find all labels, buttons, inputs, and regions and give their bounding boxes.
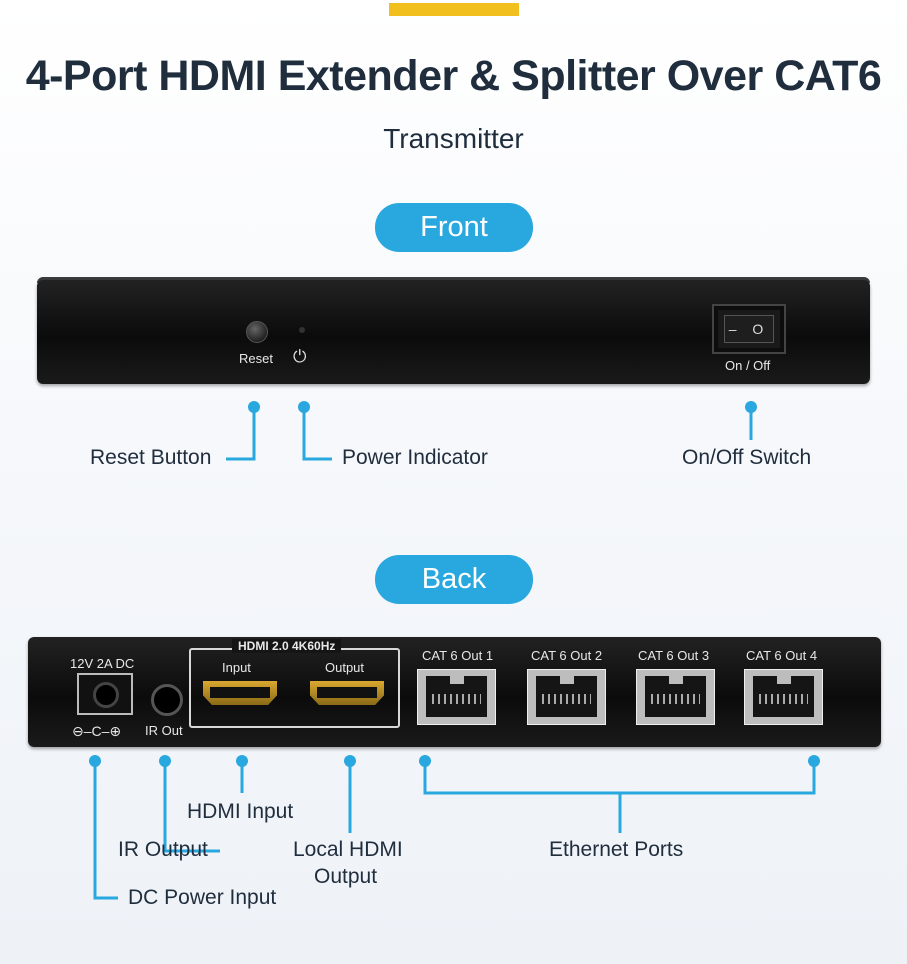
hdmi-input-label: Input	[222, 660, 251, 675]
section-pill-back: Back	[375, 555, 533, 604]
power-icon: ⏻	[293, 347, 307, 366]
callout-local-hdmi-line1: Local HDMI	[293, 838, 403, 861]
page-title: 4-Port HDMI Extender & Splitter Over CAT…	[25, 52, 882, 100]
leader-ethernet	[423, 761, 816, 833]
ethernet-port-2-key	[560, 676, 574, 684]
accent-bar	[389, 3, 519, 16]
reset-label: Reset	[239, 351, 273, 366]
page-subtitle: Transmitter	[383, 123, 524, 154]
ethernet-port-2-socket	[536, 676, 597, 717]
callout-dc-power: DC Power Input	[128, 886, 277, 909]
leader-dc	[93, 761, 118, 900]
ethernet-port-1-socket	[426, 676, 487, 717]
ethernet-port-1	[417, 669, 496, 725]
dot-reset	[248, 401, 260, 413]
callout-ethernet: Ethernet Ports	[549, 838, 684, 861]
port-label-4: CAT 6 Out 4	[746, 648, 818, 663]
polarity-symbol: ⊖–C–⊕	[72, 723, 122, 739]
callout-switch: On/Off Switch	[682, 446, 812, 469]
port-label-1: CAT 6 Out 1	[422, 648, 494, 663]
hdmi-output-port	[310, 681, 384, 705]
ethernet-port-2-pins	[542, 694, 591, 704]
dc-jack-hole	[93, 682, 119, 708]
dc-power-jack	[77, 673, 133, 715]
ir-out-jack	[151, 684, 183, 716]
hdmi-output-label: Output	[325, 660, 365, 675]
hdmi-input-port	[203, 681, 277, 705]
dot-ir	[159, 755, 171, 767]
ethernet-port-3-socket	[645, 676, 706, 717]
callout-hdmi-in: HDMI Input	[187, 800, 294, 823]
leader-reset	[226, 407, 256, 461]
dot-dc	[89, 755, 101, 767]
ethernet-port-1-key	[450, 676, 464, 684]
callout-power: Power Indicator	[342, 446, 488, 469]
port-label-2: CAT 6 Out 2	[531, 648, 603, 663]
hdmi-group-label: HDMI 2.0 4K60Hz	[232, 639, 342, 653]
callout-local-hdmi-line2: Output	[314, 865, 378, 888]
on-off-switch: – O	[712, 304, 786, 354]
switch-symbols: – O	[724, 315, 774, 343]
ethernet-port-4-key	[777, 676, 791, 684]
ethernet-port-3-pins	[651, 694, 700, 704]
dc-label: 12V 2A DC	[70, 656, 135, 671]
dot-switch	[745, 401, 757, 413]
ethernet-port-1-pins	[432, 694, 481, 704]
dot-power	[298, 401, 310, 413]
switch-label: On / Off	[725, 358, 771, 373]
ethernet-port-4-pins	[759, 694, 808, 704]
dot-local-hdmi	[344, 755, 356, 767]
callout-ir-out: IR Output	[118, 838, 208, 861]
leader-ir	[163, 761, 220, 853]
ethernet-port-4-socket	[753, 676, 814, 717]
port-label-3: CAT 6 Out 3	[638, 648, 710, 663]
leader-power	[302, 407, 332, 461]
power-led	[299, 327, 305, 333]
ethernet-port-4	[744, 669, 823, 725]
reset-button	[246, 321, 268, 343]
ethernet-port-2	[527, 669, 606, 725]
ethernet-port-3-key	[669, 676, 683, 684]
section-pill-front: Front	[375, 203, 533, 252]
dot-ethernet-4	[808, 755, 820, 767]
dot-ethernet-1	[419, 755, 431, 767]
dot-hdmi-in	[236, 755, 248, 767]
ir-label: IR Out	[145, 723, 183, 738]
ethernet-port-3	[636, 669, 715, 725]
callout-reset: Reset Button	[90, 446, 212, 469]
